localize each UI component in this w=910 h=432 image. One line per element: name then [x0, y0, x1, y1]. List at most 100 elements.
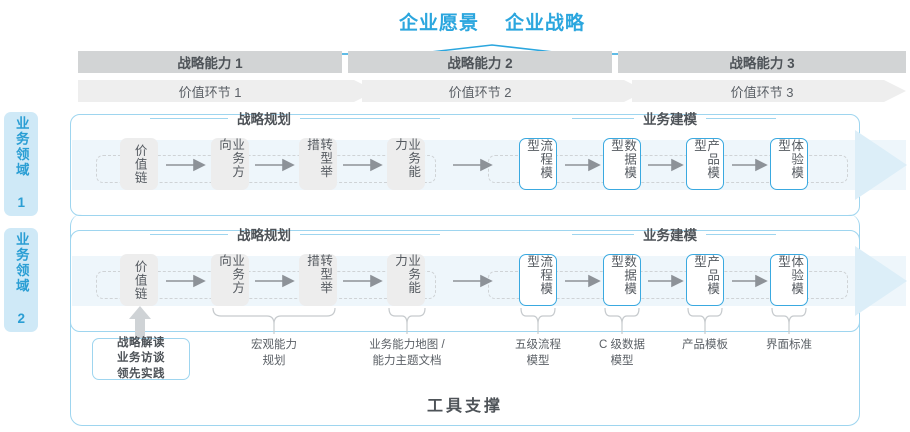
tool-label-capability-map: 业务能力地图 / 能力主题文档	[344, 338, 470, 369]
node-modeling-1-2[interactable]: 数据模型	[603, 138, 641, 190]
tool-entry-box[interactable]: 战略解读 业务访谈 领先实践	[92, 336, 190, 380]
brace-data-model	[604, 307, 640, 334]
section-title-planning-2: 战略规划	[150, 224, 440, 244]
tool-support-title: 工具支撑	[70, 392, 860, 416]
tool-entry-line-3: 领先实践	[117, 367, 165, 380]
node-planning-1-2[interactable]: 业务方向	[211, 138, 249, 190]
brace-process-model	[520, 307, 556, 334]
node-label: 转型举措	[305, 138, 333, 179]
flow-arrow	[453, 158, 493, 172]
value-stage-1: 价值环节 1	[78, 80, 342, 102]
capability-label-2: 战略能力 2	[447, 56, 513, 71]
flow-arrow	[343, 274, 383, 288]
section-label-modeling-1: 业务建模	[643, 112, 697, 127]
node-label: 业务方向	[217, 138, 245, 179]
domain-label-1: 业务领域 1	[13, 116, 29, 212]
node-modeling-1-1[interactable]: 流程模型	[519, 138, 557, 190]
tool-entry-line-1: 战略解读	[117, 336, 165, 349]
node-planning-2-4[interactable]: 业务能力	[387, 254, 425, 306]
node-label: 数据模型	[609, 255, 637, 296]
row-2-flow-arrowhead	[855, 246, 907, 316]
node-label: 价值链	[132, 259, 147, 301]
node-planning-2-2[interactable]: 业务方向	[211, 254, 249, 306]
capability-label-1: 战略能力 1	[177, 56, 243, 71]
tool-label-macro-capability: 宏观能力 规划	[211, 338, 337, 369]
row-2-track-right	[488, 271, 848, 299]
tool-label-line-1: 五级流程	[515, 339, 561, 351]
node-modeling-2-2[interactable]: 数据模型	[603, 254, 641, 306]
value-stage-label-1: 价值环节 1	[178, 84, 242, 100]
enterprise-vision-title: 企业愿景	[398, 12, 479, 34]
flow-arrow	[732, 274, 768, 288]
section-label-planning-1: 战略规划	[237, 112, 291, 127]
node-planning-1-1[interactable]: 价值链	[120, 138, 158, 190]
section-label-planning-2: 战略规划	[237, 228, 291, 243]
tool-label-ui-standard: 界面标准	[741, 338, 837, 354]
sidebar-item-domain-2[interactable]: 业务领域 2	[4, 228, 38, 332]
tool-label-line-1: C 级数据	[599, 339, 645, 351]
tool-entry-line-2: 业务访谈	[117, 352, 165, 365]
node-modeling-2-4[interactable]: 体验模型	[770, 254, 808, 306]
tool-label-product-template: 产品模板	[657, 338, 753, 354]
node-label: 体验模型	[776, 255, 804, 296]
flow-arrow	[648, 158, 684, 172]
node-label: 流程模型	[525, 255, 553, 296]
flow-arrow	[343, 158, 383, 172]
row-1-flow-arrowhead	[855, 130, 907, 200]
node-label: 转型举措	[305, 254, 333, 295]
tool-label-line-1: 业务能力地图 /	[369, 339, 445, 351]
row-1-track-right	[488, 155, 848, 183]
tool-entry-up-arrow	[129, 306, 151, 338]
flow-arrow	[166, 274, 206, 288]
flow-arrow	[453, 274, 493, 288]
value-stage-label-3: 价值环节 3	[730, 84, 794, 100]
node-label: 业务能力	[393, 138, 421, 179]
value-stage-3: 价值环节 3	[618, 80, 906, 102]
capability-label-3: 战略能力 3	[729, 56, 795, 71]
enterprise-strategy-title: 企业战略	[505, 12, 586, 34]
node-label: 流程模型	[525, 139, 553, 180]
brace-macro-capability	[212, 307, 336, 334]
node-label: 数据模型	[609, 139, 637, 180]
flow-arrow	[565, 274, 601, 288]
node-modeling-2-1[interactable]: 流程模型	[519, 254, 557, 306]
node-label: 产品模型	[692, 139, 720, 180]
node-planning-1-4[interactable]: 业务能力	[387, 138, 425, 190]
capability-band-2: 战略能力 2	[348, 51, 612, 73]
tool-label-line-2: 规划	[262, 354, 286, 367]
flow-arrow	[732, 158, 768, 172]
value-stage-label-2: 价值环节 2	[448, 84, 512, 100]
tool-label-process-model: 五级流程 模型	[490, 338, 586, 369]
tool-label-line-1: 产品模板	[682, 339, 728, 351]
node-modeling-2-3[interactable]: 产品模型	[686, 254, 724, 306]
domain-label-2: 业务领域 2	[13, 232, 29, 328]
flow-arrow	[565, 158, 601, 172]
node-label: 业务能力	[393, 254, 421, 295]
capability-band-1: 战略能力 1	[78, 51, 342, 73]
tool-label-line-1: 宏观能力	[251, 339, 297, 351]
tool-label-line-2: 模型	[610, 354, 634, 367]
sidebar-item-domain-1[interactable]: 业务领域 1	[4, 112, 38, 216]
section-title-modeling-2: 业务建模	[572, 224, 776, 244]
node-planning-2-3[interactable]: 转型举措	[299, 254, 337, 306]
node-modeling-1-3[interactable]: 产品模型	[686, 138, 724, 190]
value-stage-2: 价值环节 2	[348, 80, 612, 102]
flow-arrow	[648, 274, 684, 288]
node-planning-2-1[interactable]: 价值链	[120, 254, 158, 306]
brace-ui-standard	[771, 307, 807, 334]
capability-band-3: 战略能力 3	[618, 51, 906, 73]
tool-label-data-model: C 级数据 模型	[574, 338, 670, 369]
node-modeling-1-4[interactable]: 体验模型	[770, 138, 808, 190]
flow-arrow	[166, 158, 206, 172]
vision-title-row: 企业愿景 企业战略	[78, 6, 906, 36]
node-planning-1-3[interactable]: 转型举措	[299, 138, 337, 190]
tool-label-line-2: 能力主题文档	[372, 354, 442, 367]
value-chain-arrow-band	[78, 80, 906, 102]
row-1-track-left	[96, 155, 436, 183]
node-label: 产品模型	[692, 255, 720, 296]
section-label-modeling-2: 业务建模	[643, 228, 697, 243]
tool-label-line-1: 界面标准	[766, 339, 812, 351]
node-label: 体验模型	[776, 139, 804, 180]
brace-capability-map	[388, 307, 426, 334]
